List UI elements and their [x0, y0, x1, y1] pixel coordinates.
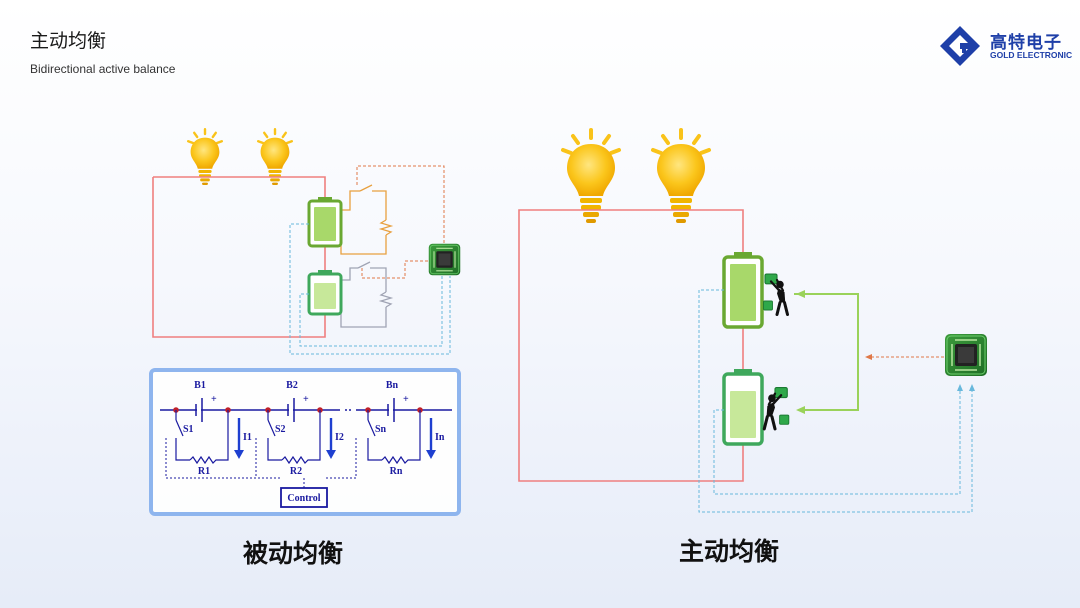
control-label: Control [287, 493, 320, 504]
battery-label: B1 [194, 380, 206, 391]
switch-label: Sn [375, 424, 387, 435]
energy-transfer-path [794, 290, 859, 414]
battery-icon [307, 270, 343, 316]
battery-gap [197, 408, 201, 412]
resistor-label: R1 [198, 466, 210, 477]
chip-icon [944, 333, 988, 377]
brand-logo: 高特电子 GOLD ELECTRONIC [938, 24, 1072, 68]
control-signal-line [865, 354, 944, 360]
resistor [381, 410, 421, 465]
switch-blade [267, 419, 276, 437]
battery-gap [389, 408, 393, 412]
battery-label: B2 [286, 380, 298, 391]
person-carrying-icon [762, 386, 791, 431]
active-caption: 主动均衡 [679, 537, 780, 566]
page-title: 主动均衡 [30, 30, 107, 52]
battery-icon [722, 369, 764, 446]
lightbulb-icon [653, 130, 709, 223]
plus-sign: + [403, 394, 409, 405]
switch-blade [175, 419, 184, 437]
sense-lines [698, 289, 973, 513]
load-wire [153, 176, 326, 201]
chip-icon [428, 243, 461, 276]
lower-bypass-circuit [340, 261, 394, 328]
current-arrowhead [426, 450, 436, 459]
switch-label: S1 [183, 424, 194, 435]
lightbulb-icon [563, 130, 619, 223]
current-label: In [435, 432, 445, 443]
passive-caption: 被动均衡 [243, 539, 344, 568]
load-wire [152, 177, 326, 338]
logo-name-en: GOLD ELECTRONIC [990, 50, 1073, 60]
battery-label: Bn [386, 380, 399, 391]
current-label: I1 [243, 432, 252, 443]
battery-gap [289, 408, 293, 412]
switch-label: S2 [275, 424, 286, 435]
switch-lead [367, 438, 382, 461]
logo-name-cn: 高特电子 [990, 33, 1062, 53]
resistor-label: Rn [390, 466, 403, 477]
current-arrowhead [234, 450, 244, 459]
resistor-label: R2 [290, 466, 302, 477]
sense-lines [289, 223, 451, 355]
upper-bypass-circuit [340, 184, 394, 255]
control-signal-lines [356, 165, 445, 279]
plus-sign: + [211, 394, 217, 405]
battery-icon [307, 197, 343, 248]
battery-icon [722, 252, 764, 329]
switch-lead [175, 438, 190, 461]
plus-sign: + [303, 394, 309, 405]
current-label: I2 [335, 432, 344, 443]
gold-logo-icon [940, 26, 980, 66]
person-carrying-icon [762, 272, 790, 317]
control-box: Control [165, 438, 357, 508]
current-arrowhead [326, 450, 336, 459]
switch-lead [267, 438, 282, 461]
active-balance-diagram [518, 130, 988, 513]
switch-blade [367, 419, 376, 437]
resistor [281, 410, 321, 465]
load-wire [518, 209, 744, 482]
page-subtitle: Bidirectional active balance [30, 62, 176, 76]
resistor [189, 410, 229, 465]
